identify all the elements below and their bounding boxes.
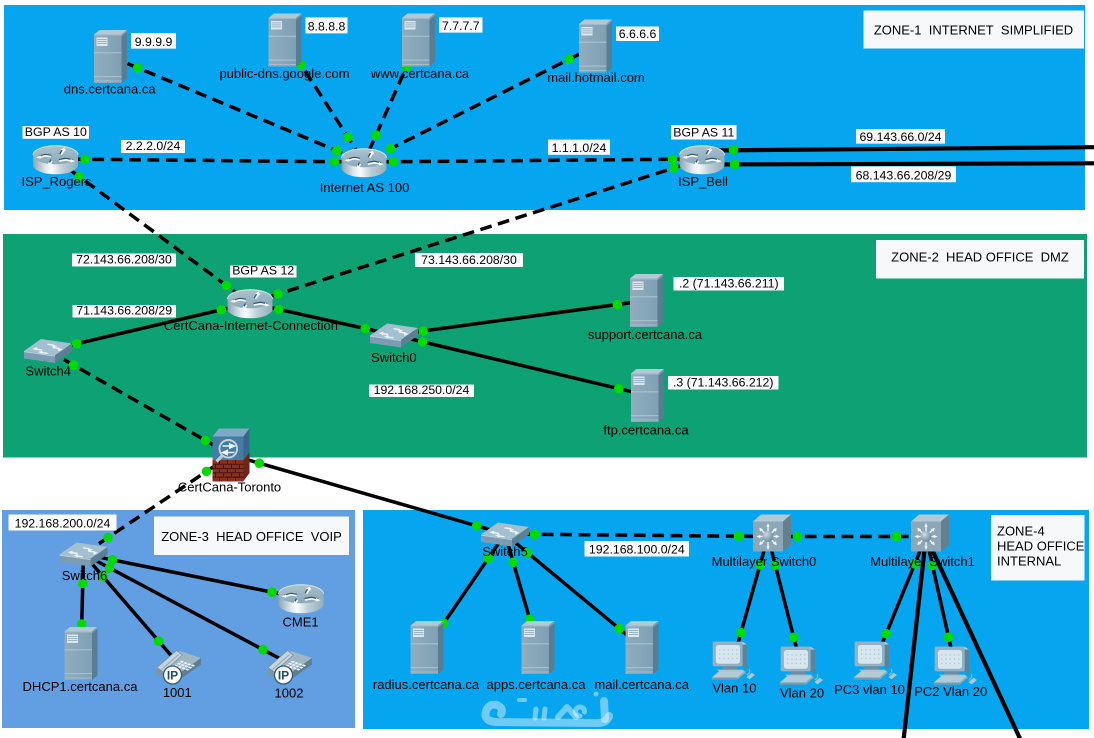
svg-text:72.143.66.208/30: 72.143.66.208/30 xyxy=(76,253,172,267)
svg-text:1002: 1002 xyxy=(275,686,304,701)
svg-text:DHCP1.certcana.ca: DHCP1.certcana.ca xyxy=(23,679,139,694)
svg-text:Multilayer Switch1: Multilayer Switch1 xyxy=(870,554,975,569)
svg-text:9.9.9.9: 9.9.9.9 xyxy=(135,35,173,49)
svg-text:radius.certcana.ca: radius.certcana.ca xyxy=(373,677,480,692)
svg-text:6.6.6.6: 6.6.6.6 xyxy=(619,27,657,41)
svg-text:192.168.100.0/24: 192.168.100.0/24 xyxy=(589,543,685,557)
svg-text:Switch6: Switch6 xyxy=(62,568,108,583)
svg-text:8.8.8.8: 8.8.8.8 xyxy=(308,20,346,34)
svg-text:192.168.200.0/24: 192.168.200.0/24 xyxy=(15,517,111,531)
svg-text:public-dns.google.com: public-dns.google.com xyxy=(219,66,349,81)
svg-text:.3 (71.143.66.212): .3 (71.143.66.212) xyxy=(673,376,774,390)
svg-text:69.143.66.0/24: 69.143.66.0/24 xyxy=(859,130,941,144)
svg-text:mail.certcana.ca: mail.certcana.ca xyxy=(594,677,689,692)
svg-text:support.certcana.ca: support.certcana.ca xyxy=(588,327,703,342)
svg-text:ZONE-1 INTERNET SIMPLIFIED: ZONE-1 INTERNET SIMPLIFIED xyxy=(874,23,1073,38)
svg-text:Multilayer Switch0: Multilayer Switch0 xyxy=(712,554,817,569)
svg-text:BGP AS 11: BGP AS 11 xyxy=(673,126,734,140)
svg-text:ISP_Rogers: ISP_Rogers xyxy=(21,174,92,189)
svg-text:1001: 1001 xyxy=(163,685,192,700)
svg-text:CertCana-Internet-Connection: CertCana-Internet-Connection xyxy=(164,318,338,333)
svg-text:1.1.1.0/24: 1.1.1.0/24 xyxy=(552,141,607,155)
svg-text:dns.certcana.ca: dns.certcana.ca xyxy=(64,82,157,97)
svg-text:73.143.66.208/30: 73.143.66.208/30 xyxy=(421,253,517,267)
svg-text:CME1: CME1 xyxy=(283,615,319,630)
svg-text:INTERNAL: INTERNAL xyxy=(997,554,1061,569)
svg-text:.2 (71.143.66.211): .2 (71.143.66.211) xyxy=(679,277,779,291)
svg-text:PC2 Vlan 20: PC2 Vlan 20 xyxy=(914,684,987,699)
svg-text:Vlan 20: Vlan 20 xyxy=(780,686,824,701)
svg-text:BGP AS 10: BGP AS 10 xyxy=(25,125,87,139)
svg-text:ZONE-3 HEAD OFFICE VOIP: ZONE-3 HEAD OFFICE VOIP xyxy=(161,529,342,544)
svg-text:2.2.2.0/24: 2.2.2.0/24 xyxy=(126,139,181,153)
svg-text:apps.certcana.ca: apps.certcana.ca xyxy=(486,677,586,692)
svg-text:7.7.7.7: 7.7.7.7 xyxy=(442,19,480,33)
svg-text:ZONE-2 HEAD OFFICE DMZ: ZONE-2 HEAD OFFICE DMZ xyxy=(891,250,1069,265)
svg-text:mail.hotmail.com: mail.hotmail.com xyxy=(547,70,645,85)
svg-text:Switch4: Switch4 xyxy=(25,364,71,379)
svg-text:ISP_Bell: ISP_Bell xyxy=(678,174,728,189)
svg-text:ftp.certcana.ca: ftp.certcana.ca xyxy=(603,423,689,438)
svg-text:Vlan 10: Vlan 10 xyxy=(712,681,756,696)
svg-text:ZONE-4: ZONE-4 xyxy=(997,524,1045,539)
svg-text:PC3 vlan 10: PC3 vlan 10 xyxy=(834,682,905,697)
svg-text:68.143.66.208/29: 68.143.66.208/29 xyxy=(856,168,952,182)
svg-text:BGP AS 12: BGP AS 12 xyxy=(232,264,294,278)
svg-text:71.143.66.208/29: 71.143.66.208/29 xyxy=(76,304,172,318)
svg-text:HEAD OFFICE: HEAD OFFICE xyxy=(997,539,1085,554)
svg-text:Switch0: Switch0 xyxy=(371,350,417,365)
svg-text:www.certcana.ca: www.certcana.ca xyxy=(370,66,470,81)
svg-text:192.168.250.0/24: 192.168.250.0/24 xyxy=(374,383,470,397)
svg-text:Internet AS 100: Internet AS 100 xyxy=(320,180,410,195)
svg-text:CertCana-Toronto: CertCana-Toronto xyxy=(178,480,281,495)
svg-text:Switch5: Switch5 xyxy=(482,544,528,559)
